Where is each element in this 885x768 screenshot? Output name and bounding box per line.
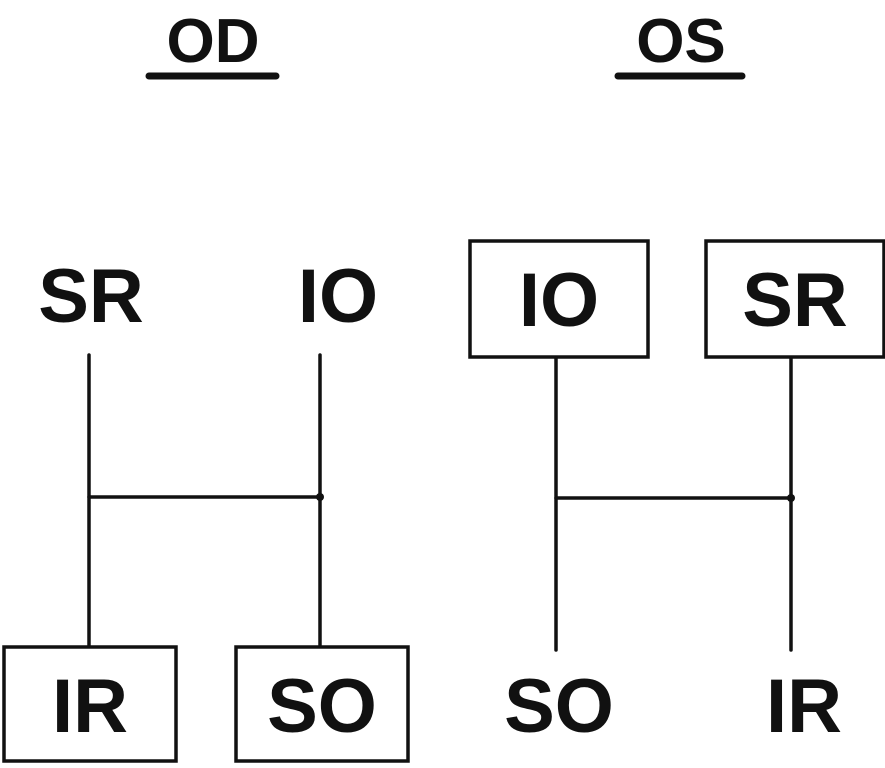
os-label-io: IO xyxy=(519,258,599,343)
od-label-io: IO xyxy=(298,254,378,339)
od-label-sr: SR xyxy=(38,254,144,339)
od-junction-dot xyxy=(316,493,324,501)
od-label-ir: IR xyxy=(52,664,128,749)
os-title: OS xyxy=(636,7,726,76)
od-box-ir xyxy=(2,645,178,763)
os-junction-dot xyxy=(787,494,795,502)
os-panel: OS IO SR SO IR xyxy=(468,7,885,749)
os-box-io xyxy=(468,239,650,359)
os-label-so: SO xyxy=(504,664,614,749)
os-label-sr: SR xyxy=(742,258,848,343)
od-label-so: SO xyxy=(267,664,377,749)
od-title: OD xyxy=(167,7,260,76)
os-label-ir: IR xyxy=(766,664,842,749)
os-box-sr xyxy=(704,239,885,359)
od-box-so xyxy=(234,645,410,763)
od-panel: OD SR IO IR SO xyxy=(2,7,410,763)
